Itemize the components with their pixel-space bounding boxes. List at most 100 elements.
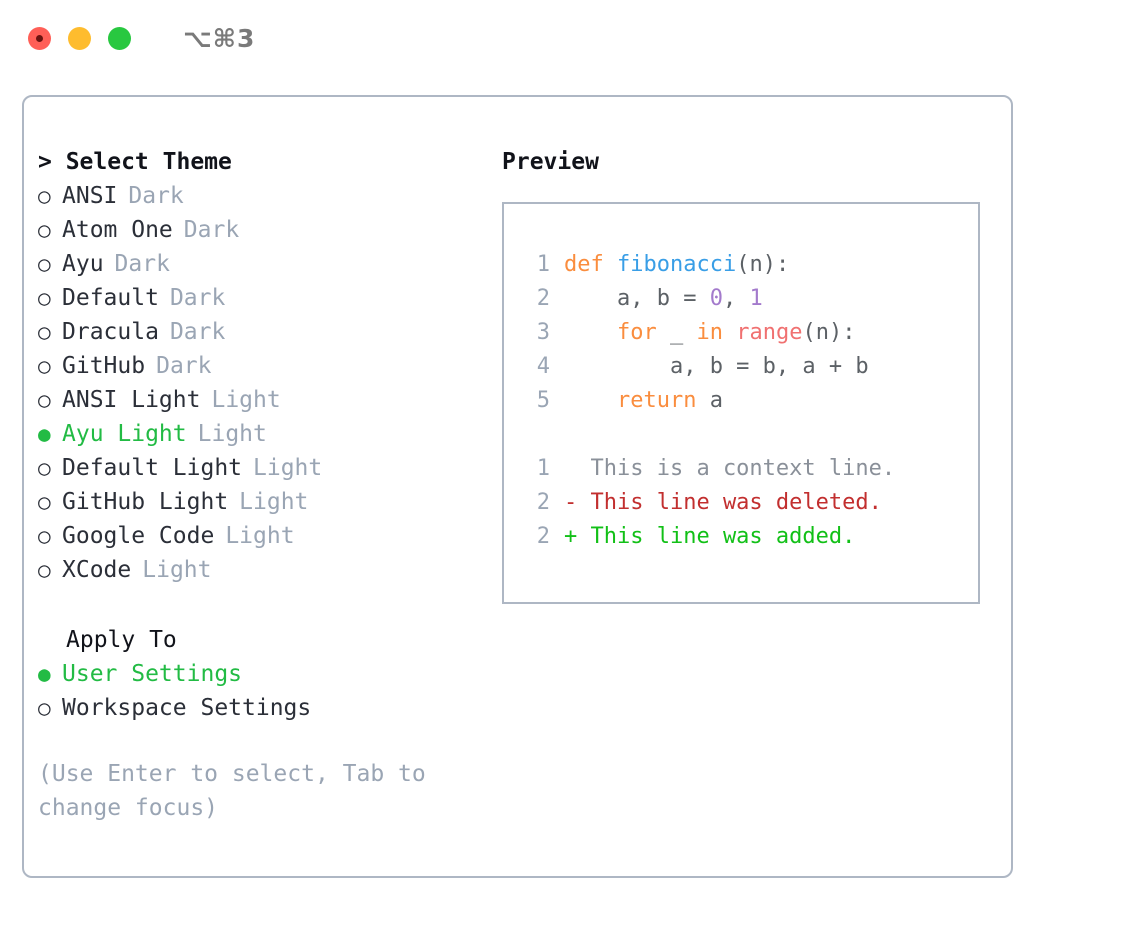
diff-text: + This line was added. bbox=[564, 524, 856, 549]
radio-unselected-icon: ○ bbox=[38, 388, 51, 412]
code-token bbox=[723, 320, 736, 345]
line-number: 5 bbox=[536, 388, 550, 413]
code-text: def fibonacci(n): bbox=[564, 248, 789, 282]
theme-variant-badge: Light bbox=[211, 387, 281, 413]
select-theme-header: > Select Theme bbox=[38, 149, 232, 175]
theme-option-ayu-light[interactable]: ● Ayu Light Light bbox=[38, 417, 508, 451]
radio-unselected-icon: ○ bbox=[38, 696, 51, 720]
diff-text: - This line was deleted. bbox=[564, 490, 882, 515]
theme-option-label: Dracula bbox=[62, 319, 159, 345]
line-number: 4 bbox=[536, 354, 550, 379]
radio-unselected-icon: ○ bbox=[38, 558, 51, 582]
theme-option-label: XCode bbox=[62, 557, 132, 583]
code-token: def bbox=[564, 252, 617, 277]
radio-unselected-icon: ○ bbox=[38, 490, 51, 514]
apply-to-list: ●User Settings○Workspace Settings bbox=[38, 657, 508, 725]
line-number: 3 bbox=[536, 320, 550, 345]
radio-unselected-icon: ○ bbox=[38, 456, 51, 480]
theme-option-xcode[interactable]: ○ XCode Light bbox=[38, 553, 508, 587]
minimize-button[interactable] bbox=[68, 26, 91, 50]
radio-unselected-icon: ○ bbox=[38, 218, 51, 242]
title-bar: ⌥⌘3 bbox=[0, 0, 1140, 76]
theme-option-ayu[interactable]: ○ Ayu Dark bbox=[38, 247, 508, 281]
code-token: range bbox=[736, 320, 803, 345]
code-line: 5 return a bbox=[504, 384, 978, 418]
theme-option-label: Default bbox=[62, 285, 159, 311]
close-button[interactable] bbox=[28, 26, 51, 50]
line-number: 1 bbox=[536, 456, 550, 481]
code-token: (n): bbox=[736, 252, 790, 277]
code-text: return a bbox=[564, 384, 723, 418]
code-token: _ bbox=[656, 320, 697, 345]
theme-option-github[interactable]: ○ GitHub Dark bbox=[38, 349, 508, 383]
theme-variant-badge: Dark bbox=[169, 285, 226, 311]
code-token: a bbox=[696, 388, 723, 413]
theme-option-default-light[interactable]: ○ Default Light Light bbox=[38, 451, 508, 485]
theme-option-label: ANSI Light bbox=[62, 387, 201, 413]
theme-option-label: Ayu Light bbox=[62, 421, 187, 447]
code-token: a, b = bbox=[564, 286, 710, 311]
theme-option-label: ANSI bbox=[62, 183, 118, 209]
theme-option-label: GitHub bbox=[62, 353, 146, 379]
theme-option-ansi-light[interactable]: ○ ANSI Light Light bbox=[38, 383, 508, 417]
theme-option-label: Default Light bbox=[62, 455, 243, 481]
radio-selected-icon: ● bbox=[38, 422, 51, 446]
code-token bbox=[564, 320, 617, 345]
radio-unselected-icon: ○ bbox=[38, 320, 51, 344]
theme-variant-badge: Dark bbox=[169, 319, 226, 345]
diff-text: This is a context line. bbox=[564, 456, 896, 481]
code-text: a, b = 0, 1 bbox=[564, 282, 763, 316]
theme-option-dracula[interactable]: ○ Dracula Dark bbox=[38, 315, 508, 349]
line-number: 2 bbox=[536, 490, 550, 515]
theme-variant-badge: Light bbox=[197, 421, 267, 447]
theme-variant-badge: Dark bbox=[183, 217, 240, 243]
keyboard-shortcut-label: ⌥⌘3 bbox=[183, 23, 256, 53]
maximize-button[interactable] bbox=[108, 26, 131, 50]
theme-variant-badge: Light bbox=[239, 489, 309, 515]
apply-to-header: Apply To bbox=[66, 627, 177, 653]
radio-unselected-icon: ○ bbox=[38, 252, 51, 276]
code-text: a, b = b, a + b bbox=[564, 350, 869, 384]
theme-option-label: Atom One bbox=[62, 217, 173, 243]
radio-unselected-icon: ○ bbox=[38, 184, 51, 208]
code-token bbox=[564, 388, 617, 413]
code-line: 4 a, b = b, a + b bbox=[504, 350, 978, 384]
theme-option-atom-one[interactable]: ○ Atom One Dark bbox=[38, 213, 508, 247]
code-spacer bbox=[504, 418, 978, 452]
code-line: 3 for _ in range(n): bbox=[504, 316, 978, 350]
code-text: for _ in range(n): bbox=[564, 316, 855, 350]
window-controls bbox=[28, 26, 131, 50]
theme-variant-badge: Light bbox=[253, 455, 323, 481]
code-token: fibonacci bbox=[616, 252, 737, 277]
code-token: in bbox=[696, 320, 723, 345]
theme-variant-badge: Light bbox=[225, 523, 295, 549]
code-token: 0 bbox=[709, 286, 723, 311]
code-line: 2 a, b = 0, 1 bbox=[504, 282, 978, 316]
code-token: 1 bbox=[749, 286, 763, 311]
theme-variant-badge: Dark bbox=[156, 353, 212, 379]
theme-option-label: GitHub Light bbox=[62, 489, 229, 515]
apply-option-workspace-settings[interactable]: ○Workspace Settings bbox=[38, 691, 508, 725]
code-token: , bbox=[722, 286, 750, 311]
code-token: return bbox=[616, 388, 697, 413]
theme-variant-badge: Dark bbox=[114, 251, 170, 277]
apply-option-label: User Settings bbox=[62, 661, 243, 687]
apply-option-user-settings[interactable]: ●User Settings bbox=[38, 657, 508, 691]
theme-option-github-light[interactable]: ○ GitHub Light Light bbox=[38, 485, 508, 519]
theme-variant-badge: Light bbox=[142, 557, 212, 583]
diff-line: 2+ This line was added. bbox=[504, 520, 978, 554]
radio-unselected-icon: ○ bbox=[38, 354, 51, 378]
code-token: a, b = b, a + b bbox=[564, 354, 869, 379]
apply-to-panel: Apply To ●User Settings○Workspace Settin… bbox=[38, 623, 508, 725]
theme-option-label: Ayu bbox=[62, 251, 104, 277]
diff-sample: 1 This is a context line. 2 - This line wa… bbox=[504, 452, 978, 554]
